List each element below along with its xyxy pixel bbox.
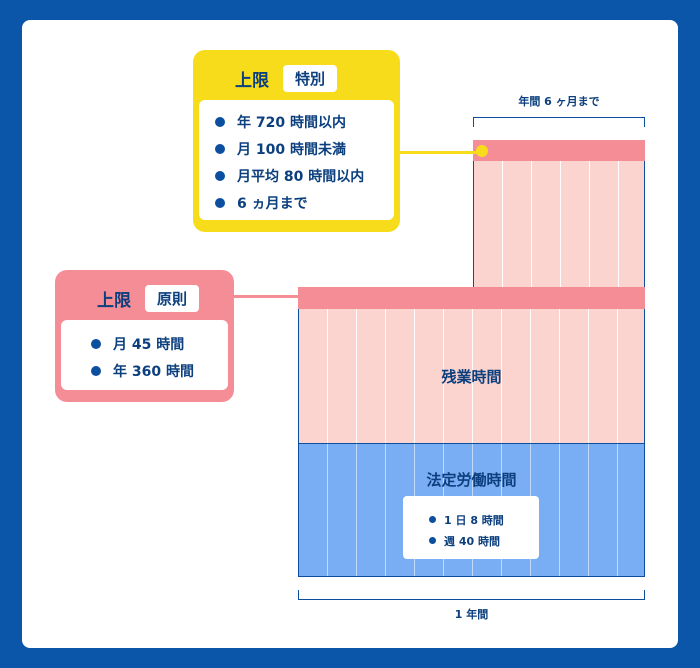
special-connector-dot (476, 145, 488, 157)
list-item: 年 360 時間 (91, 357, 228, 384)
special-cap-strip (473, 140, 645, 161)
special-cap-callout: 上限 特別 年 720 時間以内 月 100 時間未満 月平均 80 時間以内 … (193, 50, 400, 232)
bullet-icon (215, 143, 225, 154)
basic-cap-header: 上限 原則 (61, 276, 228, 320)
list-item: 6 ヵ月まで (215, 189, 394, 216)
list-item: 週 40 時間 (429, 530, 539, 551)
basic-cap-title: 上限 (97, 290, 131, 311)
special-cap-title: 上限 (235, 70, 269, 91)
list-item: 月 45 時間 (91, 330, 228, 357)
overtime-block (298, 287, 645, 443)
bullet-icon (215, 170, 225, 181)
legal-hours-box: 1 日 8 時間 週 40 時間 (403, 496, 539, 559)
bullet-icon (91, 338, 101, 349)
special-cap-tag: 特別 (283, 64, 338, 92)
bullet-icon (91, 365, 101, 376)
special-cap-item: 月平均 80 時間以内 (237, 168, 365, 185)
legal-hours-week: 週 40 時間 (444, 534, 500, 548)
bracket-bottom-label: 1 年間 (454, 608, 489, 621)
bullet-icon (429, 516, 436, 523)
basic-cap-list: 月 45 時間 年 360 時間 (61, 320, 228, 390)
list-item: 月平均 80 時間以内 (215, 162, 394, 189)
bullet-icon (215, 197, 225, 208)
basic-cap-tag: 原則 (145, 284, 200, 312)
overtime-label: 残業時間 (441, 368, 502, 386)
special-cap-item: 6 ヵ月まで (237, 195, 308, 212)
bracket-bottom (298, 590, 645, 600)
basic-cap-item: 月 45 時間 (113, 336, 185, 353)
special-cap-item: 年 720 時間以内 (237, 114, 346, 131)
bullet-icon (429, 537, 436, 544)
basic-cap-callout: 上限 原則 月 45 時間 年 360 時間 (55, 270, 234, 402)
special-overtime-column (473, 140, 645, 292)
legal-hours-label: 法定労働時間 (426, 471, 517, 489)
basic-connector-line (232, 295, 300, 298)
bullet-icon (215, 116, 225, 127)
basic-cap-strip (298, 287, 645, 309)
bracket-top-label: 年間 6 ヶ月まで (518, 95, 600, 108)
legal-hours-day: 1 日 8 時間 (444, 513, 504, 527)
special-cap-header: 上限 特別 (199, 56, 394, 100)
special-cap-list: 年 720 時間以内 月 100 時間未満 月平均 80 時間以内 6 ヵ月まで (199, 100, 394, 220)
special-cap-item: 月 100 時間未満 (237, 141, 346, 158)
list-item: 年 720 時間以内 (215, 108, 394, 135)
special-connector-line (398, 151, 482, 154)
bracket-top (473, 117, 645, 127)
basic-cap-item: 年 360 時間 (113, 363, 194, 380)
list-item: 月 100 時間未満 (215, 135, 394, 162)
list-item: 1 日 8 時間 (429, 509, 539, 530)
